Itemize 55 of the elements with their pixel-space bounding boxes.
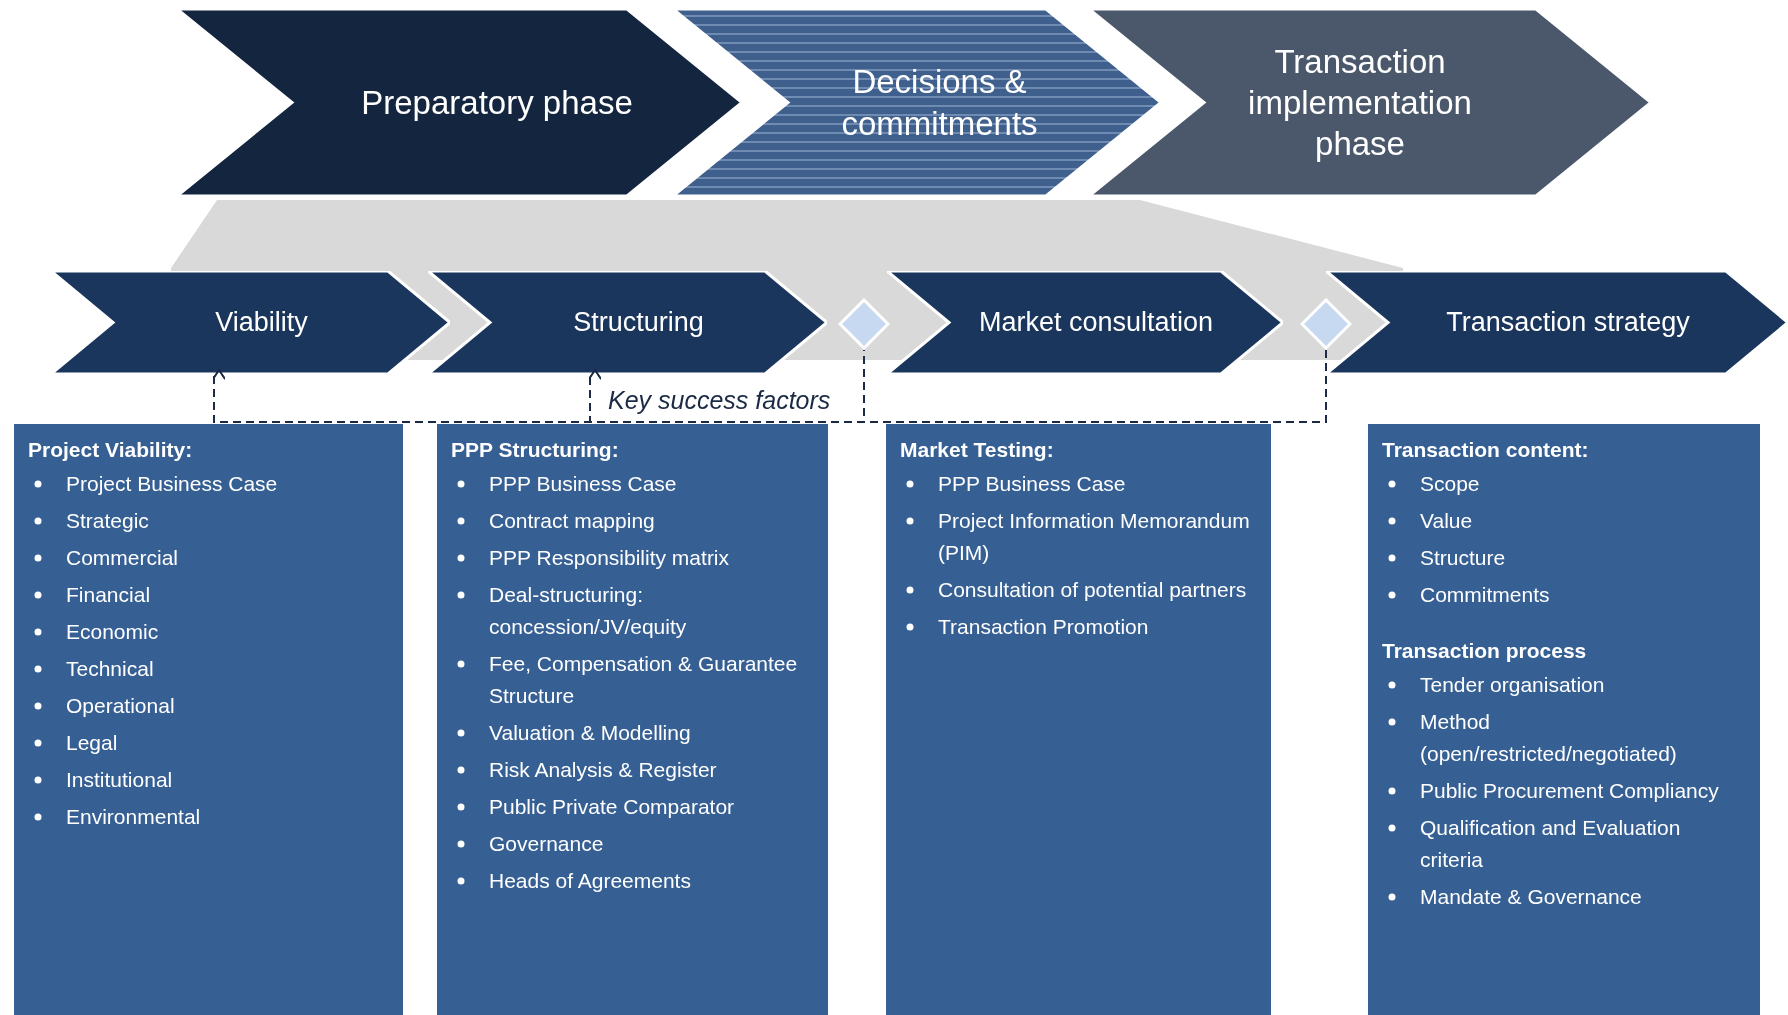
bullet-text: PPP Business Case: [938, 468, 1257, 500]
info-panel: [14, 424, 403, 1015]
bullet-text: Economic: [66, 616, 389, 648]
bullet-text: Commercial: [66, 542, 389, 574]
bullet-text: Scope: [1420, 468, 1746, 500]
bullet-text: PPP Responsibility matrix: [489, 542, 814, 574]
bullet-text: Tender organisation: [1420, 669, 1746, 701]
bullet-text: Heads of Agreements: [489, 865, 814, 897]
step-banner: [428, 271, 827, 374]
phase-title: Decisions & commitments: [840, 62, 1039, 144]
dashed-arrow: [588, 349, 1327, 423]
step-title: Structuring: [573, 305, 704, 339]
bullet-text: Project Business Case: [66, 468, 389, 500]
section-heading: Market Testing:: [900, 437, 1055, 463]
bullet-text: Consultation of potential partners: [938, 574, 1257, 606]
bullet-text: Environmental: [66, 801, 389, 833]
bullet-text: Risk Analysis & Register: [489, 754, 814, 786]
bullet-text: PPP Business Case: [489, 468, 814, 500]
bullet-text: Legal: [66, 727, 389, 759]
bullet-text: Financial: [66, 579, 389, 611]
step-title: Transaction strategy: [1446, 305, 1690, 339]
bullet-text: Governance: [489, 828, 814, 860]
section-heading: Transaction content:: [1382, 437, 1590, 463]
bullet-text: Transaction Promotion: [938, 611, 1257, 643]
section-heading: PPP Structuring:: [451, 437, 620, 463]
info-panel: [886, 424, 1271, 1015]
bullet-text: Fee, Compensation & Guarantee Structure: [489, 648, 814, 712]
bullet-text: Strategic: [66, 505, 389, 537]
phase-title: Transaction implementation phase: [1247, 41, 1473, 165]
bullet-text: Public Private Comparator: [489, 791, 814, 823]
bullet-text: Qualification and Evaluation criteria: [1420, 812, 1746, 876]
bullet-text: Contract mapping: [489, 505, 814, 537]
bullet-text: Project Information Memorandum (PIM): [938, 505, 1257, 569]
info-panel: [1368, 424, 1760, 1015]
bullet-text: Value: [1420, 505, 1746, 537]
step-title: Market consultation: [978, 305, 1214, 339]
step-title: Viability: [215, 305, 308, 339]
bullet-text: Technical: [66, 653, 389, 685]
section-heading: Transaction process: [1382, 638, 1588, 664]
bullet-text: Method (open/restricted/negotiated): [1420, 706, 1746, 770]
bullet-text: Public Procurement Compliancy: [1420, 775, 1746, 807]
bullet-text: Institutional: [66, 764, 389, 796]
bullet-text: Deal-structuring: concession/JV/equity: [489, 579, 814, 643]
phase-title: Preparatory phase: [361, 82, 633, 123]
bullet-text: Mandate & Governance: [1420, 881, 1746, 913]
step-banner: [887, 271, 1283, 374]
step-banner: [1326, 271, 1788, 374]
bullet-text: Valuation & Modelling: [489, 717, 814, 749]
bullet-text: Operational: [66, 690, 389, 722]
bullet-text: Structure: [1420, 542, 1746, 574]
milestone-diamond: [1300, 298, 1352, 350]
milestone-diamond: [838, 298, 890, 350]
section-heading: Project Viability:: [28, 437, 194, 463]
bullet-text: Commitments: [1420, 579, 1746, 611]
info-panel: [437, 424, 828, 1015]
